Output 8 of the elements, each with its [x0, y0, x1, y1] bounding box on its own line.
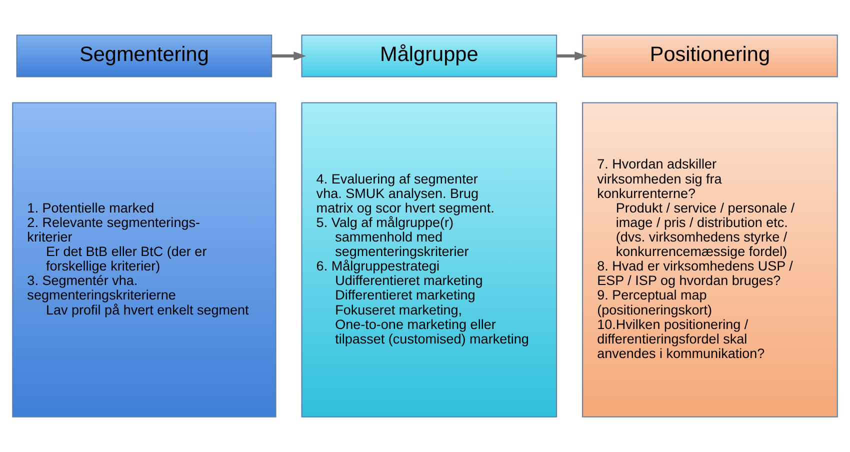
node-box: 7. Hvordan adskiller virksomheden sig fra konkurrenterne? Produkt / service / personale / image / pris / distribution etc. (dvs. virksomhedens styrke / konkurrencemæssige fordel) 8. Hvad er virksomhedens USP / ESP / ISP og hvordan bruges? 9. Perceptual map (positioneringskort) 10.Hvilken positionering / differentieringsfordel skal anvendes i kommunikation?: [582, 102, 838, 418]
node-box: 4. Evaluering af segmenter vha. SMUK analysen. Brug matrix og scor hvert segment. 5. Valg af målgruppe(r) sammenhold med segmenteringskriterier 6. Målgruppestrategi Udifferentieret marketing Differentieret marketing Fokuseret marketing, One-to-one marketing eller tilpasset (customised) marketing: [301, 102, 558, 418]
node-box: Målgruppe: [301, 34, 558, 78]
node-box: Positionering: [582, 34, 838, 78]
node-box: 1. Potentielle marked 2. Relevante segmenterings- kriterier Er det BtB eller BtC (der er forskellige kriterier) 3. Segmentér vha. segmenteringskriterierne Lav profil på hvert enkelt segment: [12, 102, 276, 418]
arrow: [556, 52, 588, 60]
node-box: Segmentering: [16, 34, 272, 78]
arrow: [272, 52, 306, 60]
